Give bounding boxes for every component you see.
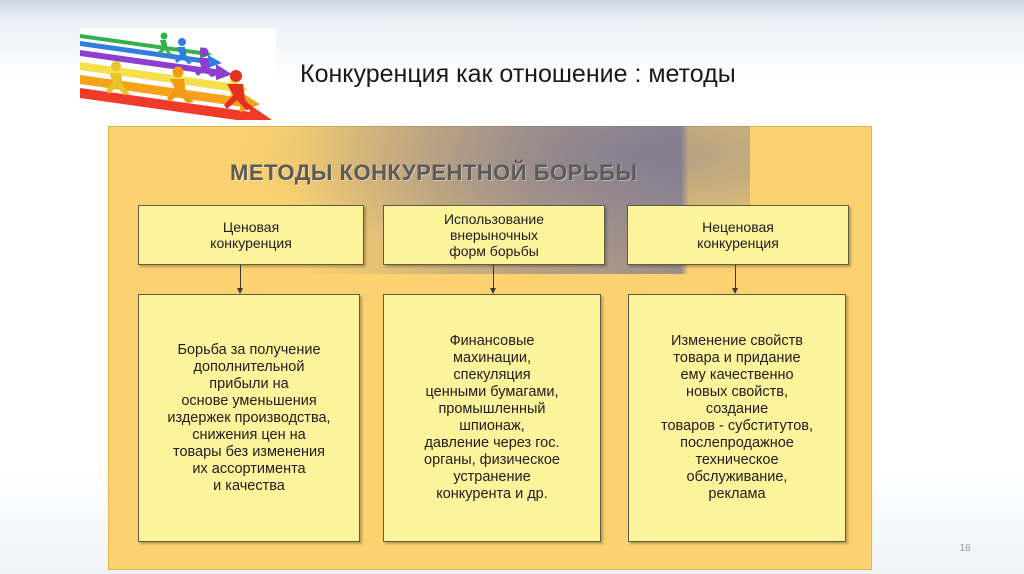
header-box-price-competition: Ценовая конкуренция — [138, 205, 364, 265]
body-box-non-market-methods: Финансовые махинации, спекуляция ценными… — [383, 294, 601, 542]
body-text-price-competition: Борьба за получение дополнительной прибы… — [167, 341, 331, 494]
header-label-non-price-competition: Неценовая конкуренция — [697, 219, 779, 251]
connector-line — [240, 265, 241, 289]
connector-line — [493, 265, 494, 289]
arrow-down-icon — [490, 288, 496, 294]
body-text-non-market-methods: Финансовые махинации, спекуляция ценными… — [424, 333, 560, 502]
header-label-non-market-methods: Использование внерыночных форм борьбы — [443, 211, 545, 259]
header-box-non-price-competition: Неценовая конкуренция — [627, 205, 849, 265]
slide-title: Конкуренция как отношение : методы — [300, 60, 736, 88]
running-figures-icon — [80, 32, 272, 120]
slide-top-band — [0, 0, 1024, 18]
competition-runners-logo — [80, 28, 276, 120]
arrow-down-icon — [732, 288, 738, 294]
connector-line — [735, 265, 736, 289]
diagram-heading: МЕТОДЫ КОНКУРЕНТНОЙ БОРЬБЫ — [230, 160, 638, 185]
header-label-price-competition: Ценовая конкуренция — [210, 219, 292, 251]
body-box-non-price-competition: Изменение свойств товара и придание ему … — [628, 294, 846, 542]
header-box-non-market-methods: Использование внерыночных форм борьбы — [383, 205, 605, 265]
page-number: 18 — [959, 543, 971, 554]
body-text-non-price-competition: Изменение свойств товара и придание ему … — [661, 333, 813, 502]
arrow-down-icon — [237, 288, 243, 294]
body-box-price-competition: Борьба за получение дополнительной прибы… — [138, 294, 360, 542]
